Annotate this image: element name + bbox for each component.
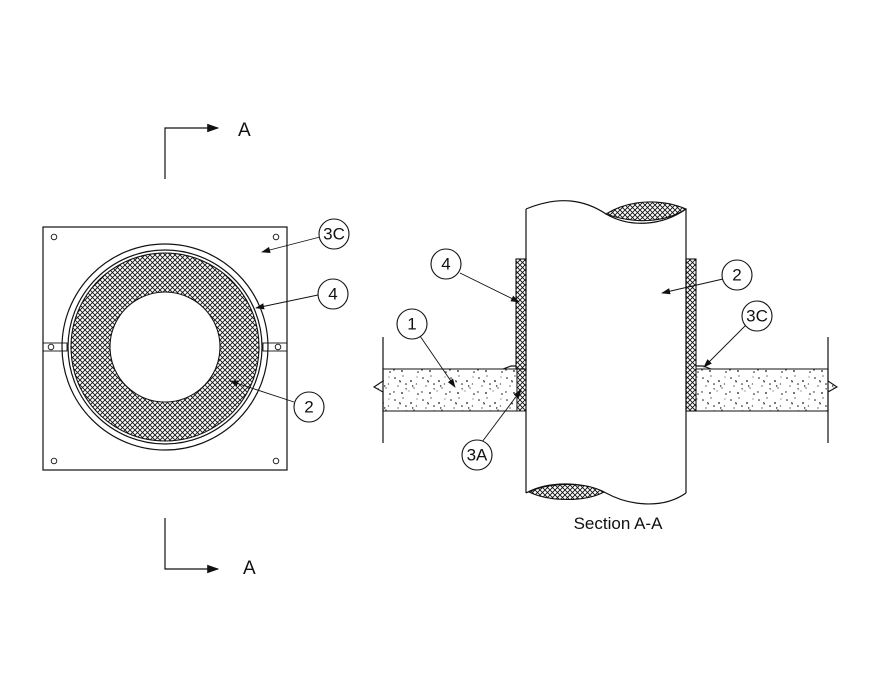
callout-plan-4: 4 — [317, 278, 349, 310]
section-floor-slab-left — [372, 368, 518, 412]
callout-plan-4-label: 4 — [328, 285, 337, 304]
callout-sec-1-label: 1 — [407, 315, 416, 334]
section-wrap-strip-left — [515, 258, 527, 370]
plan-screw-holes — [47, 233, 282, 465]
section-pipe-top-cutface — [604, 201, 688, 222]
section-letter-bottom: A — [243, 558, 256, 579]
section-collar-flange-right — [696, 365, 712, 370]
plan-view: 3C 4 2 — [42, 218, 350, 471]
section-caption: Section A-A — [574, 514, 663, 533]
plan-collar-inner — [67, 249, 263, 445]
section-pipe-bottom-break — [525, 483, 687, 505]
section-wrap-strip-right — [685, 258, 697, 412]
callout-sec-3a-label: 3A — [467, 446, 488, 465]
callout-sec-2-label: 2 — [732, 266, 741, 285]
plan-seam-tab-left — [42, 342, 68, 352]
section-pipe-bottom-cutface — [527, 484, 606, 500]
callout-sec-1: 1 — [396, 308, 428, 340]
section-floor-slab-right — [686, 368, 839, 412]
callout-plan-2: 2 — [293, 391, 325, 423]
section-annular-fill — [516, 368, 527, 412]
section-pipe-walls — [525, 209, 687, 493]
callout-sec-2: 2 — [721, 259, 753, 291]
callout-sec-3c-label: 3C — [746, 307, 768, 326]
callout-sec-3c: 3C — [741, 300, 773, 332]
callout-sec-4-label: 4 — [441, 255, 450, 274]
plan-collar-outer — [61, 243, 269, 451]
callout-plan-2-label: 2 — [304, 398, 313, 417]
callout-plan-3c-label: 3C — [323, 225, 345, 244]
callout-plan-3c: 3C — [318, 218, 350, 250]
section-marker-top: A — [164, 120, 251, 179]
section-marker-bottom: A — [164, 518, 256, 579]
plan-wrap-strip — [70, 252, 260, 442]
section-letter-top: A — [238, 120, 251, 141]
section-collar-flange-left — [502, 365, 516, 370]
callout-sec-3a: 3A — [461, 439, 493, 471]
plan-seam-tab-right — [262, 342, 288, 352]
callout-sec-4: 4 — [430, 248, 462, 280]
section-view: 4 2 1 3C 3A Section A-A — [372, 200, 839, 533]
